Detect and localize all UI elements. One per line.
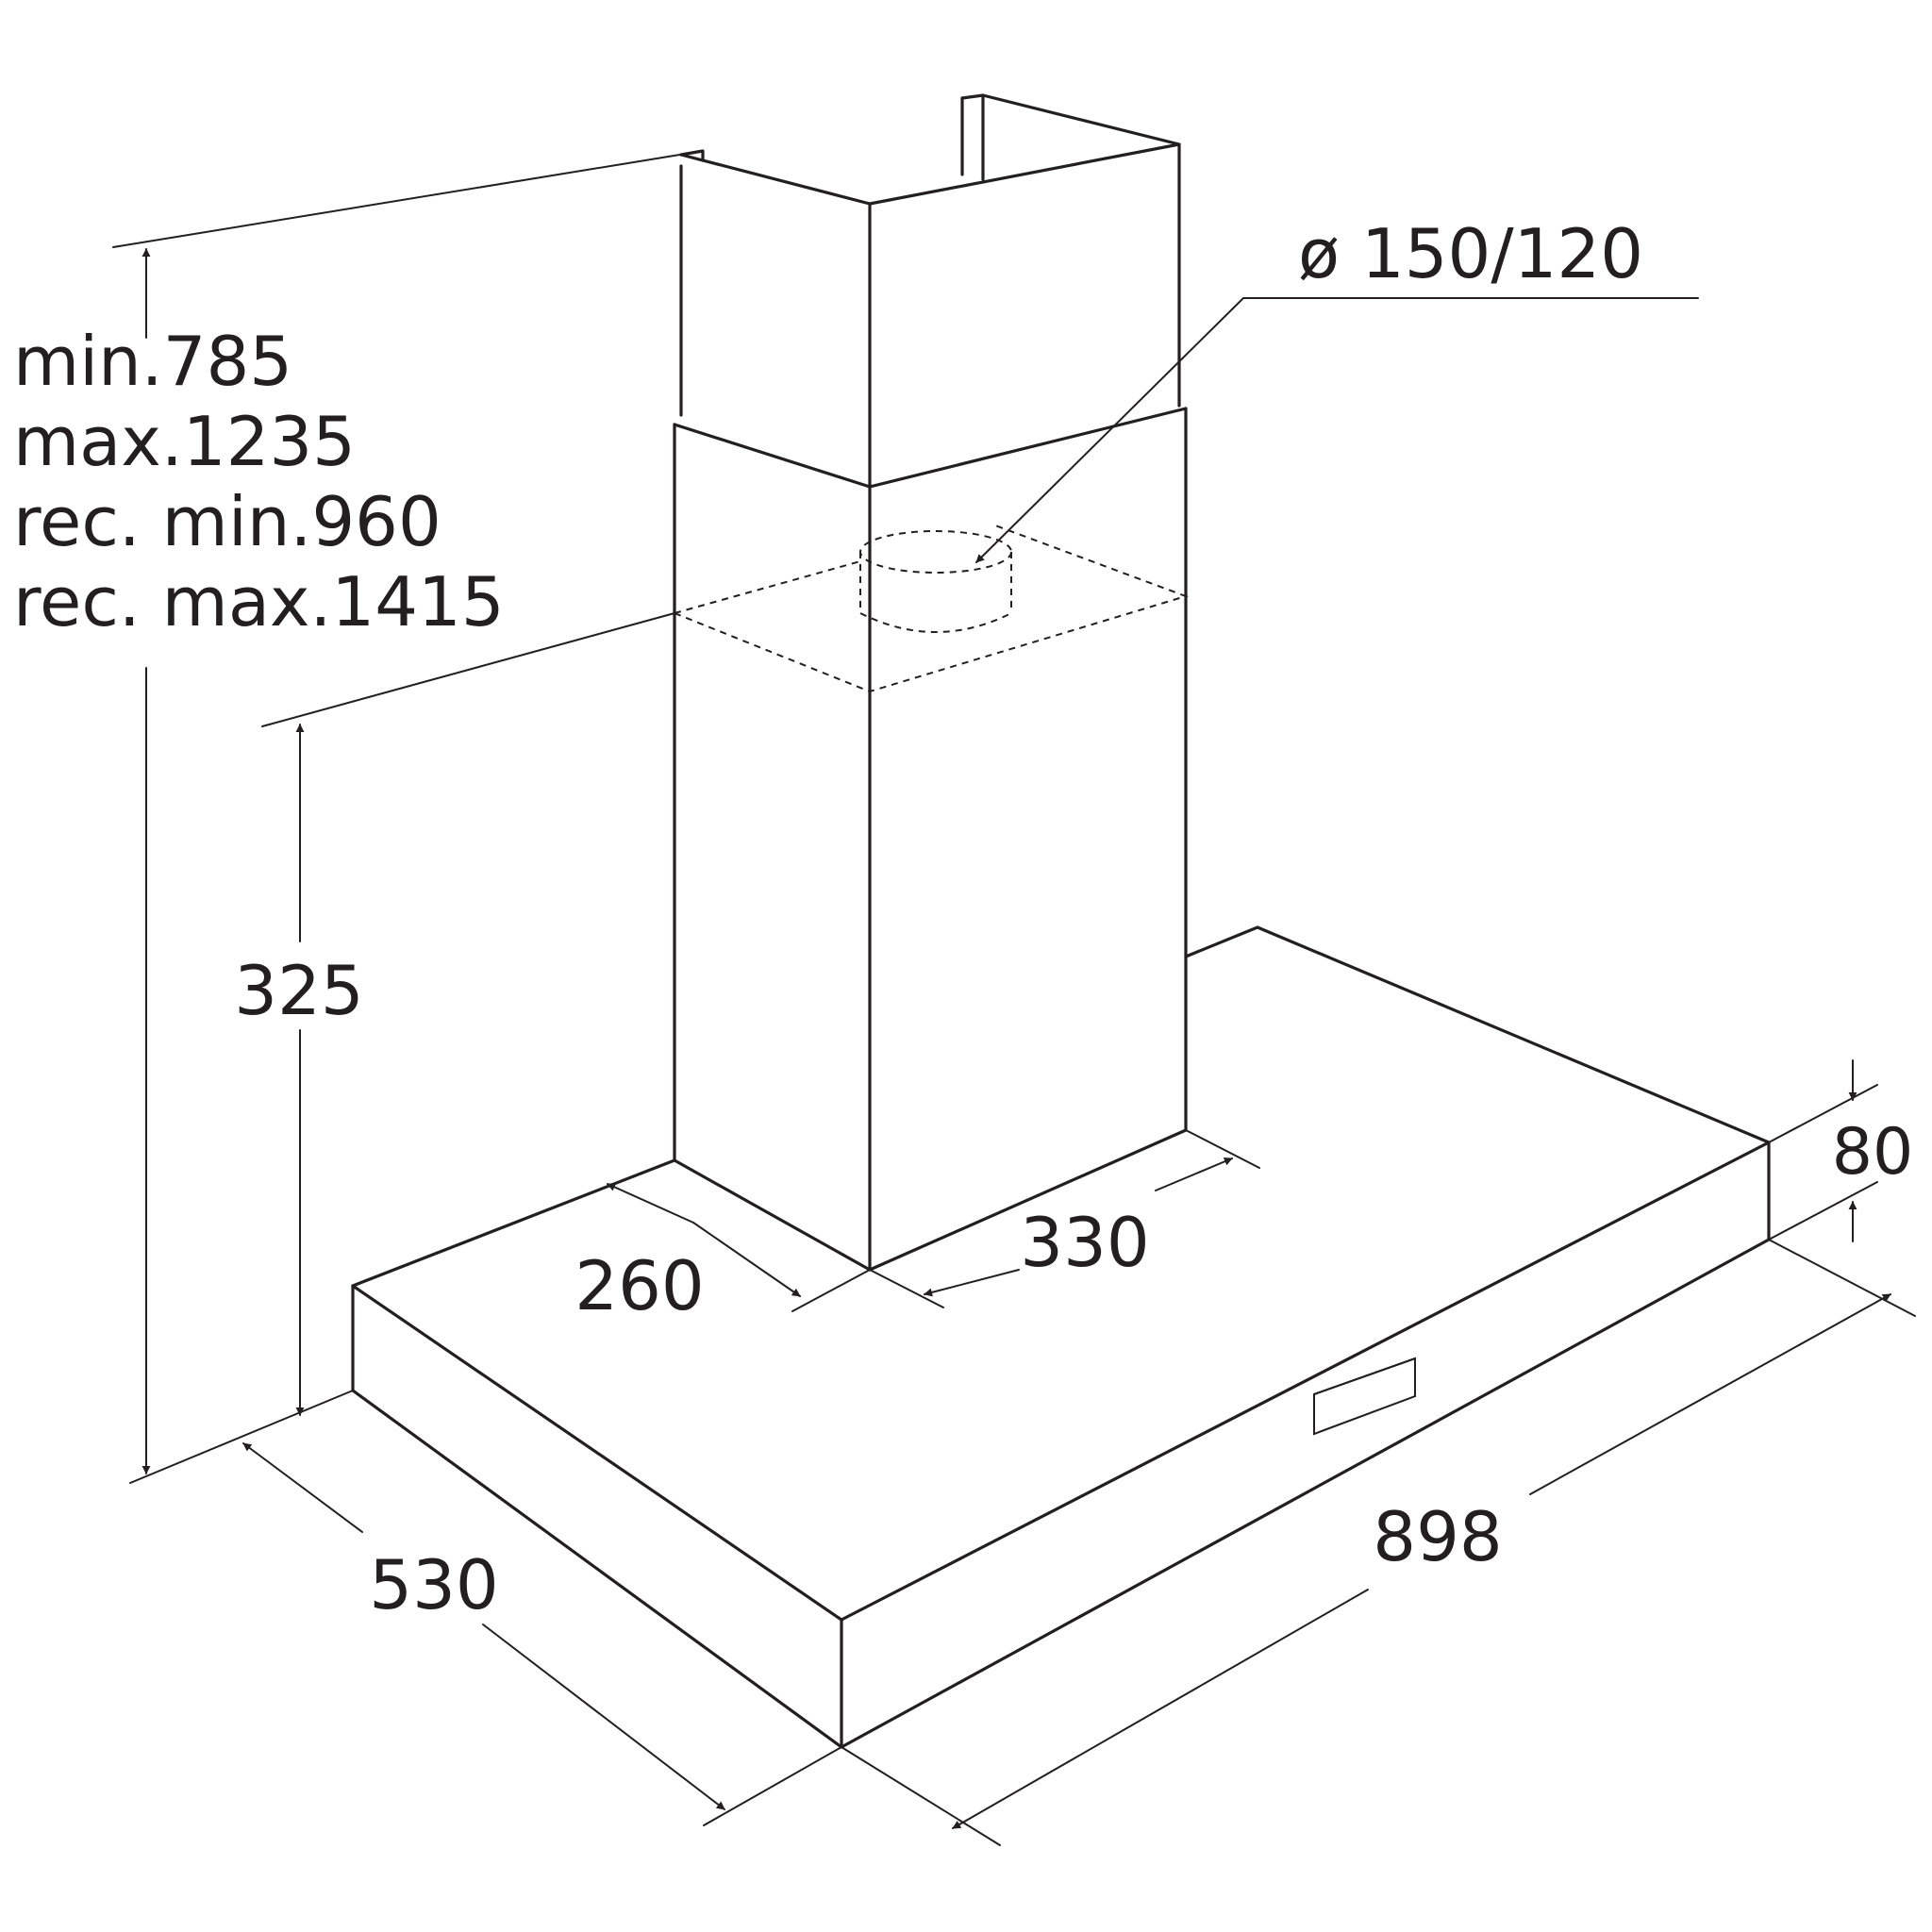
chimney-height-label: 325	[234, 951, 363, 1030]
chimney-depth-label: 260	[575, 1246, 704, 1325]
hood-canopy	[351, 925, 1771, 1749]
hood-width-dimension	[841, 1239, 1916, 1846]
outlet-hidden-lines	[674, 525, 1190, 693]
chimney-width-label: 330	[1020, 1203, 1149, 1282]
hood-thickness-dimension	[1768, 1059, 1878, 1242]
height-max-label: max.1235	[13, 402, 356, 481]
outlet-diameter-label: ø 150/120	[1298, 214, 1643, 293]
upper-chimney	[679, 93, 1181, 489]
overall-height-dimension	[112, 150, 704, 1484]
hood-thickness-label: 80	[1832, 1115, 1914, 1190]
control-panel	[1313, 1357, 1416, 1436]
chimney-width-dimension	[869, 1129, 1260, 1308]
hood-depth-label: 530	[369, 1545, 498, 1624]
height-rec-min-label: rec. min.960	[13, 482, 441, 561]
lower-chimney	[673, 407, 1188, 1272]
hood-depth-dimension	[242, 1442, 842, 1826]
outlet-diameter-leader	[975, 297, 1699, 563]
height-rec-max-label: rec. max.1415	[13, 562, 505, 641]
hood-width-label: 898	[1373, 1497, 1502, 1576]
chimney-depth-dimension	[607, 1183, 871, 1312]
chimney-height-dimension	[261, 612, 675, 1416]
height-min-label: min.785	[13, 322, 292, 401]
